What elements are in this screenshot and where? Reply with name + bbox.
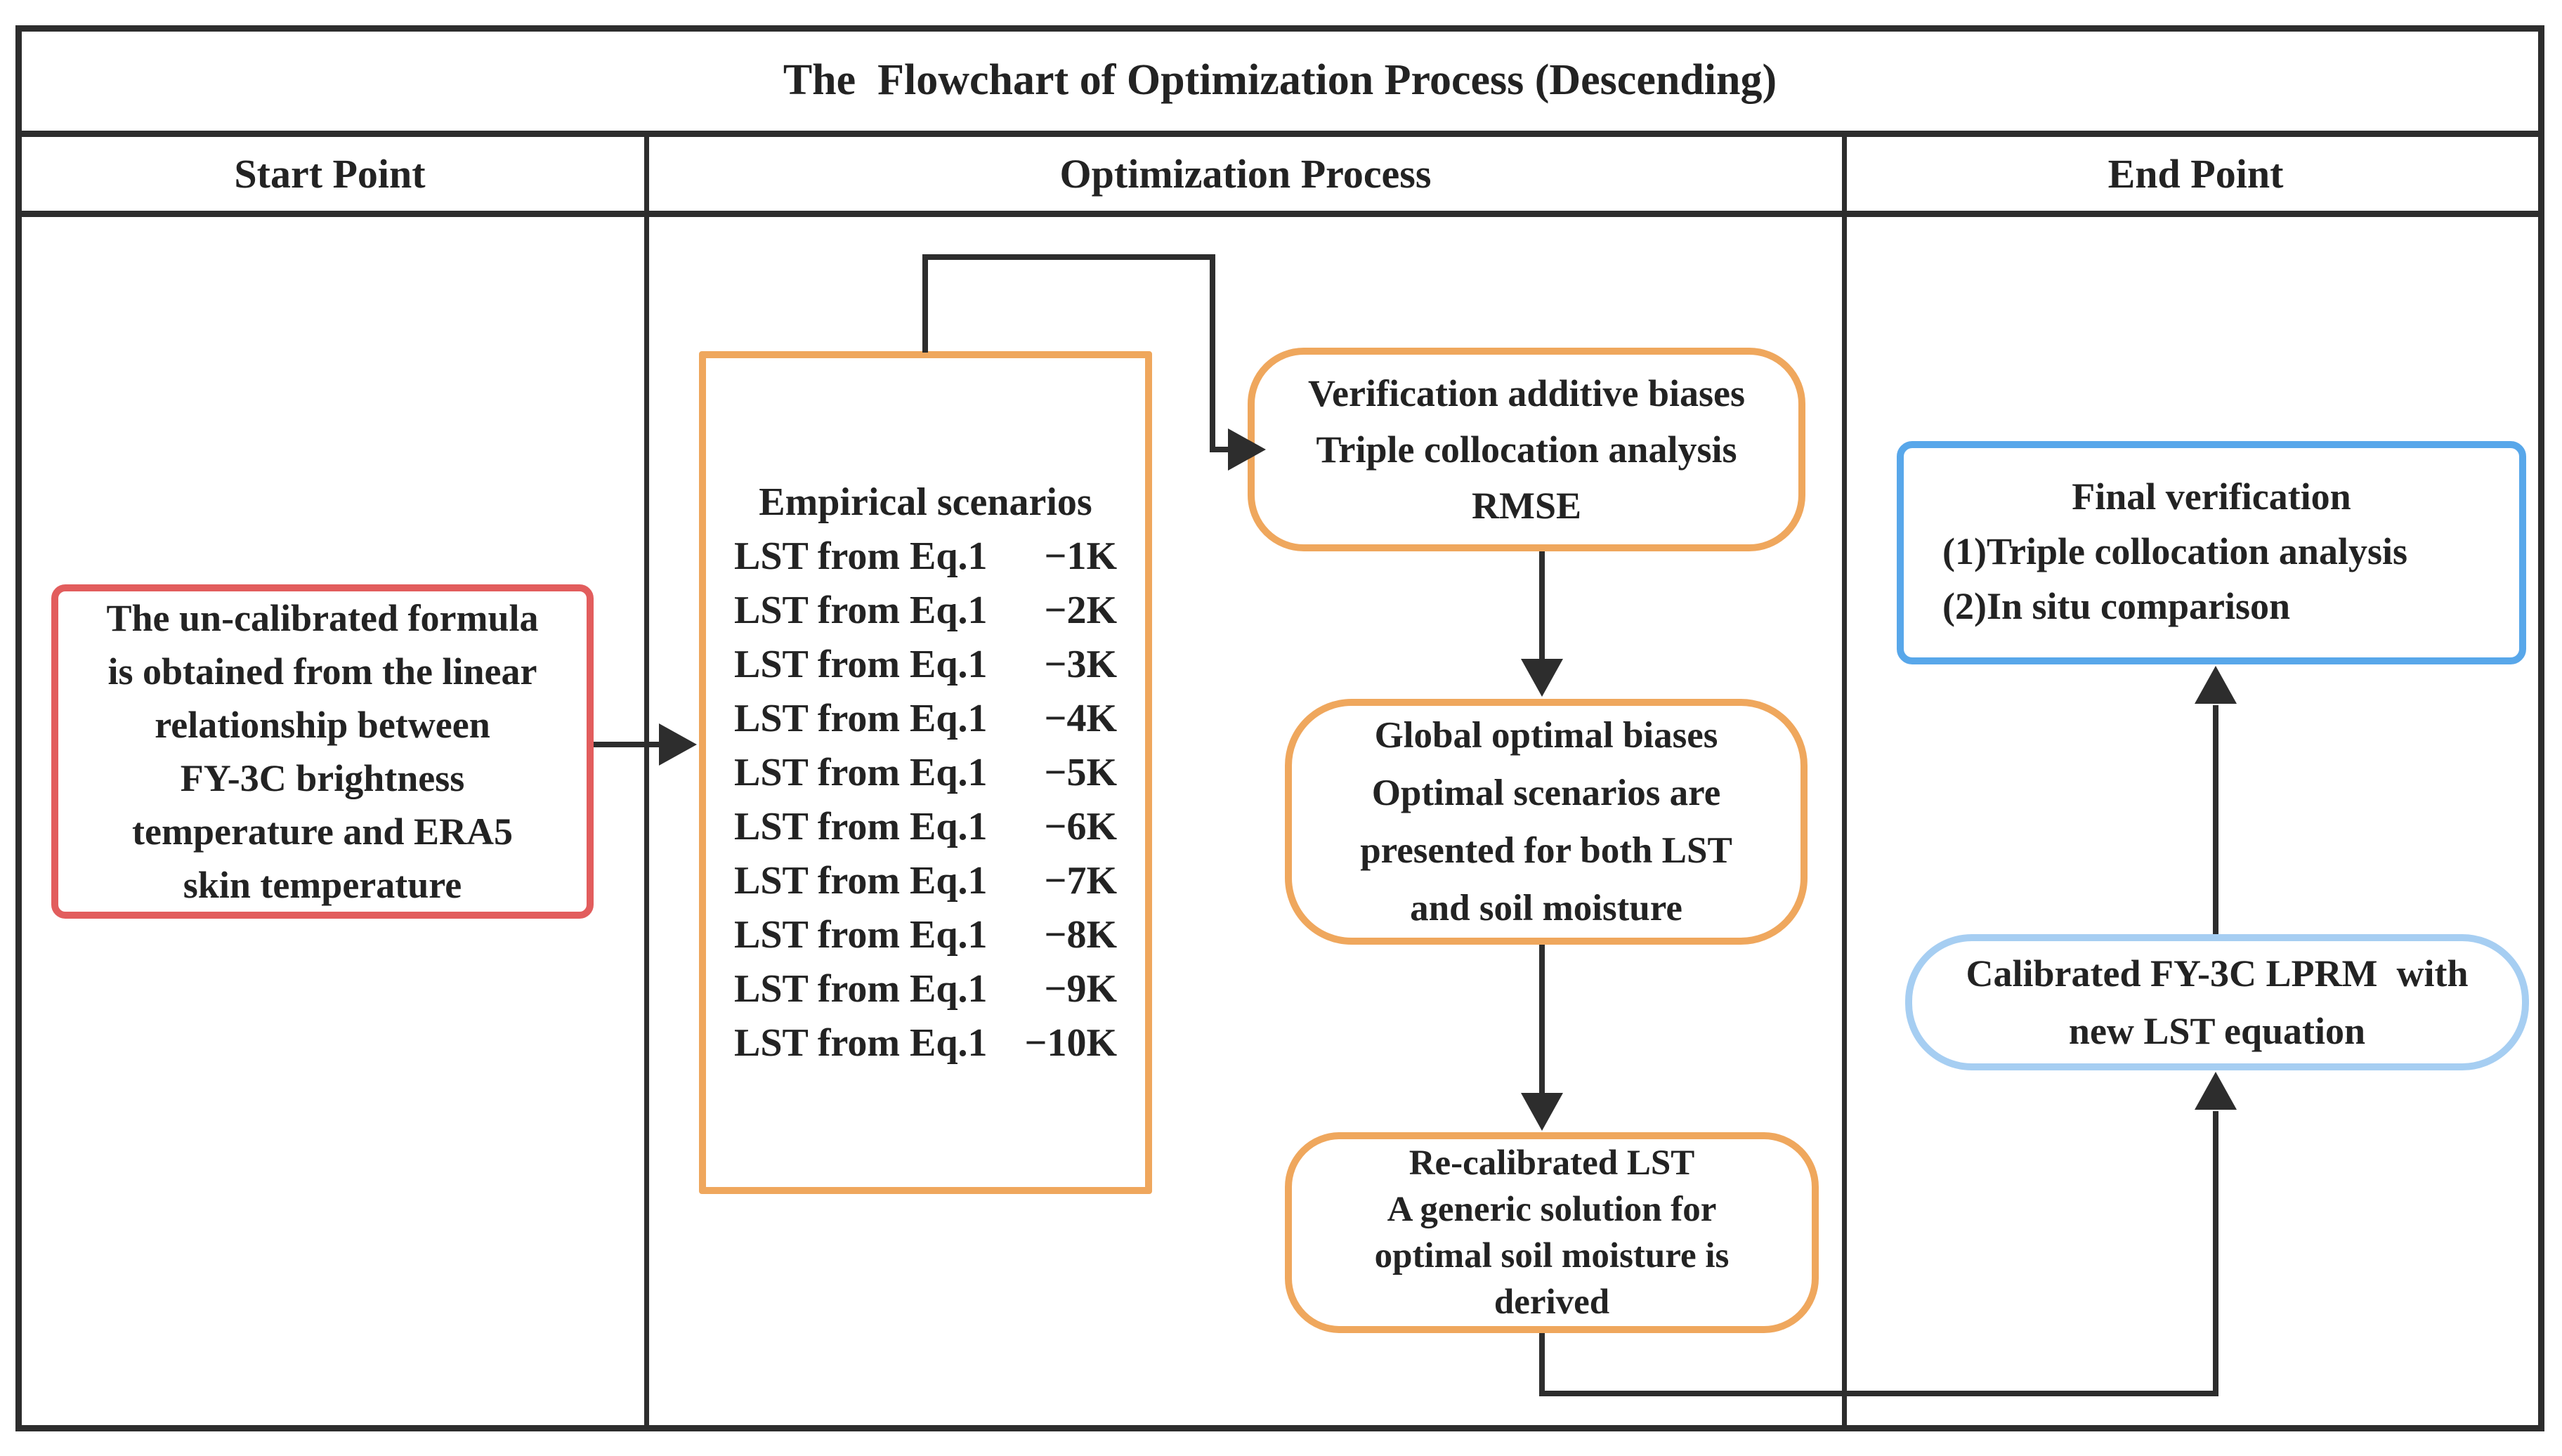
box-line: (2)In situ comparison (1942, 585, 2291, 627)
title-divider (15, 131, 2544, 137)
scenario-row: LST from Eq.1 −4K (734, 692, 1117, 746)
scenario-bias: −9K (1044, 966, 1117, 1011)
box-line: Final verification (2072, 476, 2351, 518)
connector-start-to-scenarios (594, 742, 664, 747)
scenario-row: LST from Eq.1 −2K (734, 584, 1117, 638)
scenario-row: LST from Eq.1 −9K (734, 962, 1117, 1016)
scenario-label: LST from Eq.1 (734, 804, 988, 848)
node-global-optimal-biases: Global optimal biases Optimal scenarios … (1285, 699, 1808, 945)
scenario-bias: −3K (1044, 642, 1117, 686)
scenario-label: LST from Eq.1 (734, 642, 988, 686)
box-line: new LST equation (2068, 1010, 2366, 1052)
column-header-process: Optimization Process (1059, 151, 1432, 197)
node-empirical-scenarios: Empirical scenarios LST from Eq.1 −1K LST… (699, 351, 1152, 1194)
connector-scenarios-top (922, 254, 1215, 260)
node-recalibrated-lst: Re-calibrated LST A generic solution for… (1285, 1132, 1819, 1333)
scenario-bias: −7K (1044, 858, 1117, 903)
connector-scenarios-down (1210, 254, 1215, 452)
box-line: relationship between (155, 704, 490, 746)
scenario-label: LST from Eq.1 (734, 912, 988, 957)
connector-verification-to-global (1539, 551, 1545, 662)
node-uncalibrated-formula: The un-calibrated formula is obtained fr… (51, 584, 594, 919)
scenario-bias: −5K (1044, 750, 1117, 794)
column-header-end: End Point (2107, 151, 2284, 197)
scenario-label: LST from Eq.1 (734, 1021, 988, 1065)
scenario-row: LST from Eq.1 −5K (734, 746, 1117, 800)
box-line: Optimal scenarios are (1371, 773, 1721, 813)
arrowhead-up (2195, 1072, 2237, 1110)
scenario-label: LST from Eq.1 (734, 696, 988, 740)
scenario-bias: −4K (1044, 696, 1117, 740)
node-calibrated-lprm: Calibrated FY-3C LPRM with new LST equat… (1905, 934, 2529, 1070)
scenario-row: LST from Eq.1 −8K (734, 908, 1117, 962)
box-line: Calibrated FY-3C LPRM with (1966, 952, 2469, 995)
connector-bottom-horizontal (1539, 1391, 2218, 1396)
box-line: FY-3C brightness (180, 757, 465, 799)
scenario-bias: −10K (1024, 1021, 1117, 1065)
scenario-label: LST from Eq.1 (734, 534, 988, 578)
scenario-bias: −6K (1044, 804, 1117, 848)
box-line: presented for both LST (1360, 830, 1732, 871)
column-divider-2 (1842, 137, 1847, 1431)
flowchart-title: The Flowchart of Optimization Process (D… (783, 55, 1777, 104)
arrowhead-up (2195, 666, 2237, 704)
scenario-bias: −8K (1044, 912, 1117, 957)
column-header-start: Start Point (234, 151, 426, 197)
connector-scenarios-up (922, 254, 928, 353)
arrowhead-right (659, 723, 697, 766)
connector-into-verification (1210, 447, 1231, 452)
column-divider-1 (644, 137, 649, 1431)
box-line: Triple collocation analysis (1316, 428, 1737, 471)
scenario-row: LST from Eq.1 −10K (734, 1016, 1117, 1070)
arrowhead-right (1228, 428, 1266, 471)
box-line: The un-calibrated formula (106, 597, 539, 639)
header-divider (15, 211, 2544, 217)
box-line: (1)Triple collocation analysis (1942, 530, 2407, 572)
connector-global-to-recal (1539, 945, 1545, 1095)
arrowhead-down (1521, 659, 1563, 697)
scenario-bias: −1K (1044, 534, 1117, 578)
scenarios-title: Empirical scenarios (759, 480, 1092, 524)
box-line: skin temperature (183, 864, 462, 906)
node-final-verification: Final verification (1)Triple collocation… (1897, 441, 2526, 664)
connector-recal-down (1539, 1333, 1545, 1396)
box-line: derived (1494, 1283, 1610, 1322)
scenario-row: LST from Eq.1 −3K (734, 638, 1117, 692)
box-line: is obtained from the linear (107, 650, 537, 693)
box-line: Verification additive biases (1307, 372, 1745, 414)
scenario-row: LST from Eq.1 −1K (734, 530, 1117, 584)
scenario-label: LST from Eq.1 (734, 588, 988, 632)
box-line: and soil moisture (1410, 888, 1682, 929)
connector-calibrated-to-final (2213, 705, 2218, 934)
connector-up-to-calibrated (2213, 1111, 2218, 1396)
scenario-bias: −2K (1044, 588, 1117, 632)
scenario-label: LST from Eq.1 (734, 858, 988, 903)
box-line: optimal soil moisture is (1374, 1236, 1730, 1275)
scenario-row: LST from Eq.1 −6K (734, 800, 1117, 854)
box-line: RMSE (1471, 485, 1581, 527)
arrowhead-down (1521, 1093, 1563, 1131)
box-line: Re-calibrated LST (1409, 1143, 1695, 1183)
box-line: Global optimal biases (1374, 715, 1718, 756)
flowchart-frame (15, 25, 2544, 1431)
node-verification-additive-biases: Verification additive biases Triple coll… (1248, 348, 1805, 551)
scenario-label: LST from Eq.1 (734, 966, 988, 1011)
box-line: temperature and ERA5 (132, 811, 513, 853)
box-line: A generic solution for (1387, 1190, 1717, 1229)
scenario-row: LST from Eq.1 −7K (734, 854, 1117, 908)
scenario-label: LST from Eq.1 (734, 750, 988, 794)
